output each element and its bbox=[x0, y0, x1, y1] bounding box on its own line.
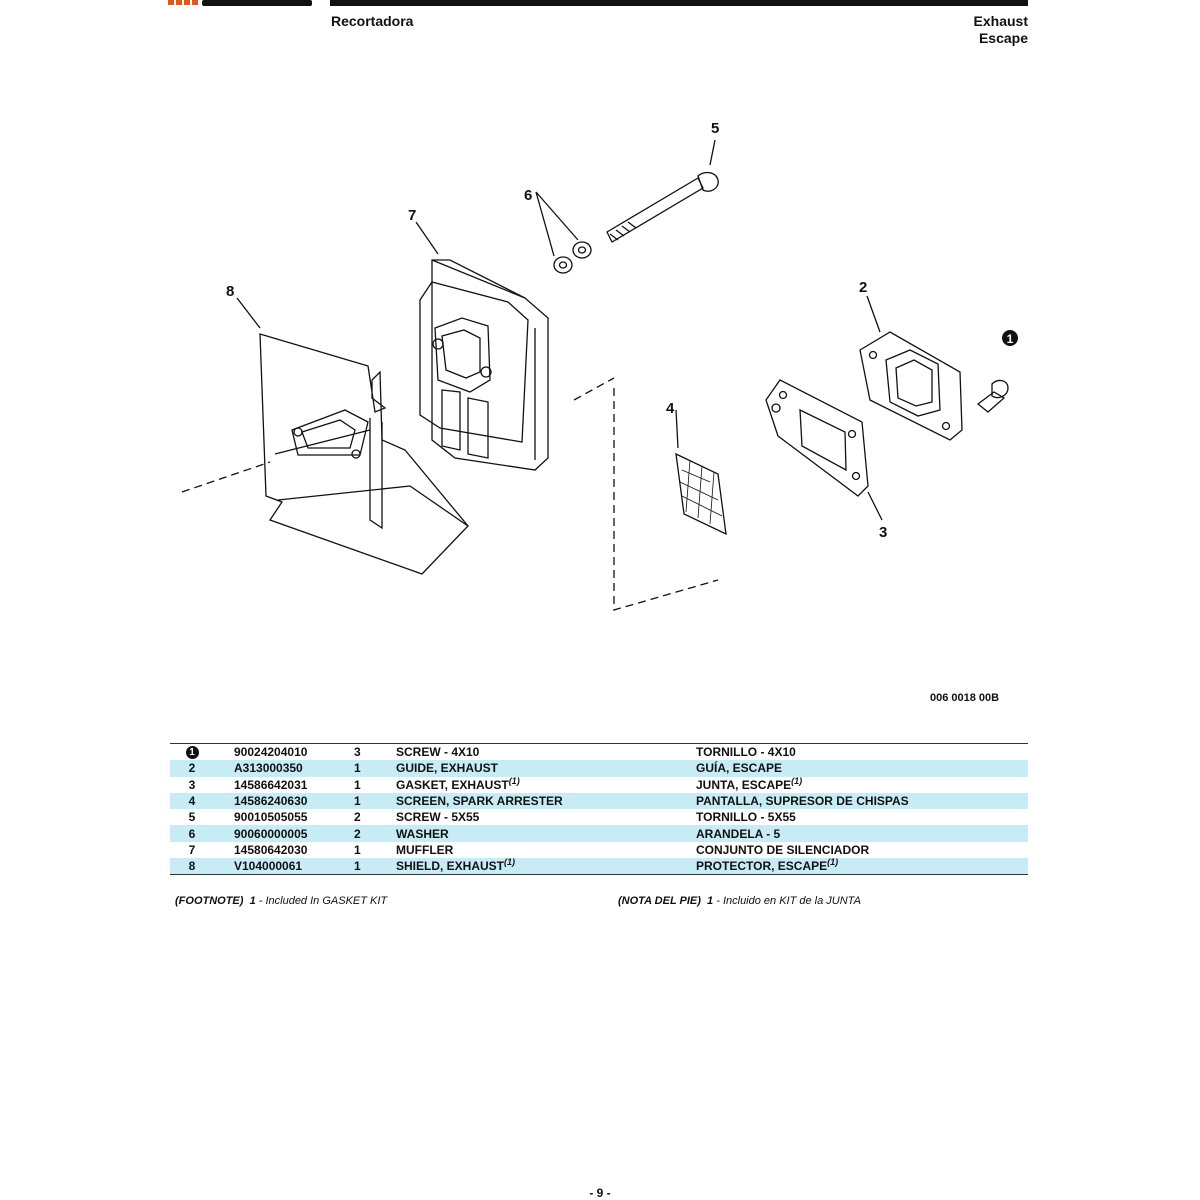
shield-exhaust-drawing bbox=[259, 333, 469, 575]
callout-1: 1 bbox=[1007, 332, 1014, 346]
desc-en-cell: SCREEN, SPARK ARRESTER bbox=[384, 792, 696, 810]
section-title-es: Escape bbox=[978, 30, 1028, 46]
footnote-marker: (1) bbox=[791, 775, 803, 786]
part-number-cell: 14586240630 bbox=[214, 792, 354, 810]
screw-4x10-drawing bbox=[976, 379, 1009, 413]
drawing-id: 006 0018 00B bbox=[930, 692, 1000, 704]
qty-cell: 1 bbox=[354, 760, 384, 777]
ref-cell: 8 bbox=[170, 858, 214, 875]
desc-en-cell: WASHER bbox=[384, 825, 696, 842]
exploded-parts-diagram: 5 6 7 8 2 1 4 3 bbox=[181, 120, 1018, 611]
header-rule bbox=[330, 0, 1028, 6]
qty-cell: 2 bbox=[354, 810, 361, 825]
desc-en-cell: SCREW - 4X10 bbox=[396, 745, 480, 760]
parts-row: 1 90024204010 3 SCREW - 4X10 TORNILLO - 4X10 bbox=[170, 744, 1028, 761]
callout-4: 4 bbox=[666, 400, 675, 417]
desc-es-cell: ARANDELA - 5 bbox=[696, 825, 1028, 842]
footnote-marker: (1) bbox=[827, 857, 839, 868]
qty-cell: 2 bbox=[354, 825, 384, 842]
desc-es-cell: PANTALLA, SUPRESOR DE CHISPAS bbox=[696, 792, 1028, 810]
washers-drawing bbox=[553, 241, 592, 274]
ref-circle: 1 bbox=[185, 746, 199, 760]
part-number-cell: V104000061 bbox=[214, 858, 354, 875]
page-title: Recortadora bbox=[331, 13, 414, 29]
part-number-cell: 90024204010 bbox=[234, 745, 308, 760]
desc-en-cell: SHIELD, EXHAUST(1) bbox=[384, 858, 696, 875]
part-number-cell: A313000350 bbox=[214, 760, 354, 777]
desc-es-cell: PROTECTOR, ESCAPE(1) bbox=[696, 858, 1028, 875]
part-number-cell: 14580642030 bbox=[234, 842, 308, 857]
desc-es-cell: JUNTA, ESCAPE(1) bbox=[696, 775, 803, 792]
ref-cell: 2 bbox=[170, 760, 214, 777]
spark-screen-drawing bbox=[675, 452, 727, 536]
qty-cell: 3 bbox=[354, 745, 361, 760]
qty-cell: 1 bbox=[354, 777, 361, 792]
page-number: - 9 - bbox=[589, 1186, 611, 1200]
section-title-en: Exhaust bbox=[973, 13, 1028, 29]
callout-3: 3 bbox=[879, 524, 887, 541]
desc-en-cell: GASKET, EXHAUST(1) bbox=[396, 775, 520, 792]
desc-en-cell: MUFFLER bbox=[396, 842, 454, 857]
guide-exhaust-drawing bbox=[859, 331, 963, 441]
part-number-cell: 14586642031 bbox=[234, 777, 308, 792]
qty-cell: 1 bbox=[354, 858, 384, 875]
parts-row: 5 90010505055 2 SCREW - 5X55 TORNILLO - 5X55 bbox=[170, 809, 1028, 825]
callout-7: 7 bbox=[408, 207, 416, 224]
callout-6: 6 bbox=[524, 187, 532, 204]
desc-es-cell: GUÍA, ESCAPE bbox=[696, 760, 1028, 777]
ref-cell: 6 bbox=[170, 825, 214, 842]
ref-cell: 5 bbox=[188, 810, 196, 825]
gasket-exhaust-drawing bbox=[765, 379, 869, 497]
desc-es-cell: TORNILLO - 4X10 bbox=[696, 745, 796, 760]
callout-5: 5 bbox=[711, 120, 719, 137]
muffler-drawing bbox=[419, 259, 549, 471]
desc-en-cell: GUIDE, EXHAUST bbox=[384, 760, 696, 777]
desc-en-cell: SCREW - 5X55 bbox=[396, 810, 480, 825]
callout-8: 8 bbox=[226, 283, 234, 300]
part-number-cell: 90010505055 bbox=[234, 810, 308, 825]
ref-cell: 4 bbox=[170, 792, 214, 810]
ref-cell: 1 bbox=[170, 744, 214, 761]
brand-logo bbox=[168, 0, 312, 6]
parts-row: 3 14586642031 1 GASKET, EXHAUST(1) JUNTA, ES… bbox=[170, 775, 1028, 793]
qty-cell: 1 bbox=[354, 842, 361, 857]
footnote-es: (NOTA DEL PIE) 1 - Incluido en KIT de la… bbox=[618, 895, 861, 907]
footnote-marker: (1) bbox=[504, 857, 516, 868]
screw-5x55-drawing bbox=[606, 171, 719, 243]
ref-cell: 7 bbox=[188, 842, 196, 857]
qty-cell: 1 bbox=[354, 792, 384, 810]
ref-cell: 3 bbox=[188, 777, 196, 792]
desc-es-cell: CONJUNTO DE SILENCIADOR bbox=[696, 842, 870, 857]
part-number-cell: 90060000005 bbox=[214, 825, 354, 842]
section-title: Exhaust Escape bbox=[974, 13, 1028, 47]
desc-es-cell: TORNILLO - 5X55 bbox=[696, 810, 796, 825]
footnote-marker: (1) bbox=[508, 775, 520, 786]
parts-list-table: 1 90024204010 3 SCREW - 4X10 TORNILLO - 4X10… bbox=[170, 743, 1028, 876]
footnote-en: (FOOTNOTE) 1 - Included In GASKET KIT bbox=[175, 895, 388, 907]
callout-2: 2 bbox=[859, 279, 867, 296]
parts-row: 7 14580642030 1 MUFFLER CONJUNTO DE SILENCIA… bbox=[170, 842, 1028, 858]
